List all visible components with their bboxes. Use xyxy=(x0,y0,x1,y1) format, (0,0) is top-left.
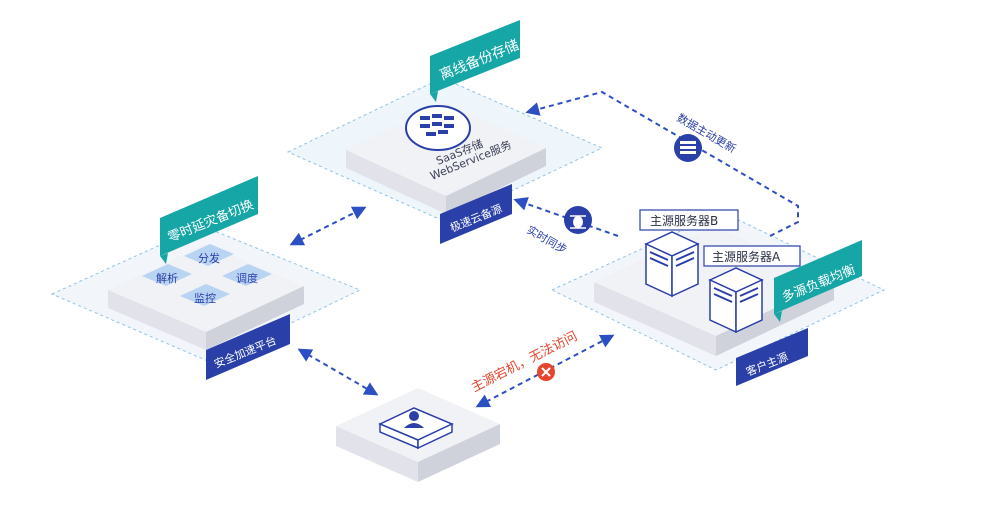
realtime-sync-badge: 实时同步 xyxy=(525,206,592,257)
arrow-left-to-cloud xyxy=(289,206,367,246)
cloud-storage-icon xyxy=(405,105,471,151)
server-b-icon xyxy=(644,231,700,298)
realtime-sync-label: 实时同步 xyxy=(525,222,570,256)
tile-parse-label: 解析 xyxy=(156,271,178,285)
user-node xyxy=(336,388,500,482)
tile-schedule: 调度 xyxy=(222,264,272,286)
tile-monitor-label: 监控 xyxy=(194,291,216,305)
tile-monitor: 监控 xyxy=(180,284,230,306)
arrow-left-to-user xyxy=(297,348,379,396)
outage-marker: 主源宕机，无法访问 xyxy=(469,329,580,395)
server-b-label: 主源服务器B xyxy=(650,213,718,228)
cloud-backup-node: SaaS存储 WebService服务 离线备份存储 极速云备源 xyxy=(286,20,604,244)
customer-origin-node: 主源服务器B 主源服务器A 多源负载均衡 客户主源 xyxy=(550,209,886,386)
server-b-callout: 主源服务器B xyxy=(639,209,739,231)
tile-schedule-label: 调度 xyxy=(236,271,258,285)
server-a-callout: 主源服务器A xyxy=(703,245,801,267)
outage-label: 主源宕机，无法访问 xyxy=(469,329,580,395)
security-platform-node: 解析 分发 监控 调度 零时延灾备切换 安全加速平台 xyxy=(50,176,362,380)
server-a-icon xyxy=(708,267,764,334)
tile-dispatch-label: 分发 xyxy=(198,251,220,265)
data-update-badge: 数据主动更新 xyxy=(674,110,739,162)
tile-parse: 解析 xyxy=(142,264,192,286)
tile-dispatch: 分发 xyxy=(184,244,234,266)
user-icon xyxy=(378,407,454,450)
arrow-data-update xyxy=(525,90,799,237)
server-a-label: 主源服务器A xyxy=(712,249,781,264)
